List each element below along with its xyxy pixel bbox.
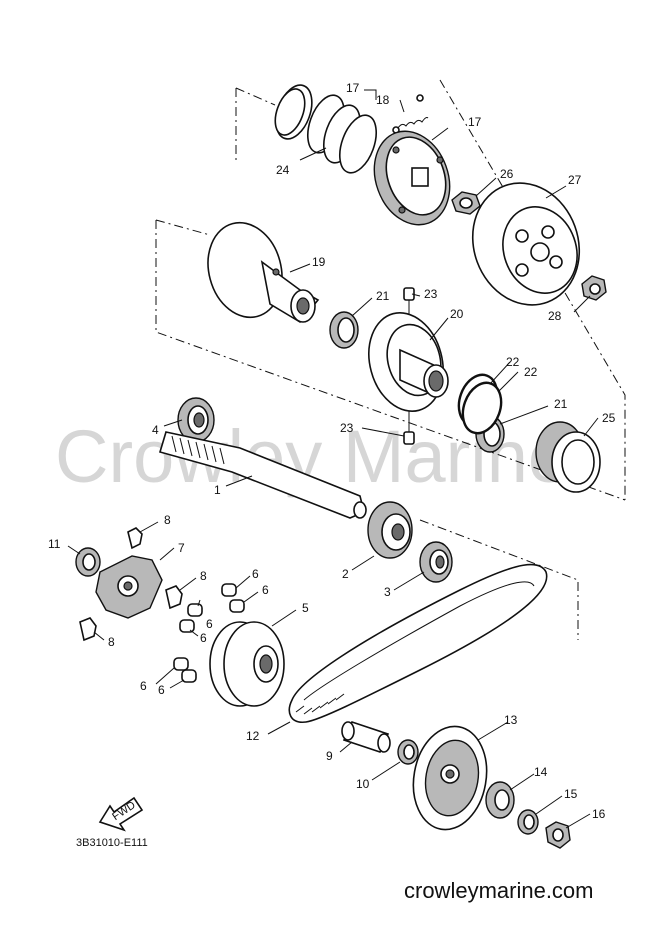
label-21a: 21: [376, 289, 390, 303]
clutch-assembly-outline: [235, 79, 626, 500]
part-26-nut[interactable]: [451, 191, 481, 215]
label-18: 18: [376, 93, 390, 107]
label-3: 3: [384, 585, 391, 599]
part-9-collar[interactable]: [341, 721, 391, 753]
label-26: 26: [500, 167, 514, 181]
part-28-nut[interactable]: [581, 275, 607, 301]
label-27: 27: [568, 173, 582, 187]
label-7: 7: [178, 541, 185, 555]
label-23a: 23: [424, 287, 438, 301]
label-13: 13: [504, 713, 518, 727]
leader-lines: [67, 89, 599, 829]
site-url: crowleymarine.com: [404, 878, 594, 903]
part-16-nut[interactable]: [545, 821, 571, 849]
part-8-slider-c[interactable]: [79, 617, 97, 642]
part-14-one-way-clutch[interactable]: [485, 781, 515, 819]
label-8b: 8: [200, 569, 207, 583]
label-5: 5: [302, 601, 309, 615]
part-17-clutch-carrier[interactable]: [362, 121, 462, 236]
part-4-bearing[interactable]: [177, 397, 215, 443]
part-23-guide-pin-lower[interactable]: [403, 431, 415, 445]
part-20-sliding-sheave[interactable]: [358, 304, 453, 419]
label-25: 25: [602, 411, 616, 425]
label-6e: 6: [140, 679, 147, 693]
label-10: 10: [356, 777, 370, 791]
label-9: 9: [326, 749, 333, 763]
part-7-cam[interactable]: [95, 555, 163, 619]
label-8a: 8: [164, 513, 171, 527]
label-6f: 6: [158, 683, 165, 697]
label-19: 19: [312, 255, 326, 269]
part-24-clutch-spring[interactable]: [269, 80, 383, 177]
label-17a: 17: [346, 81, 360, 95]
label-6a: 6: [252, 567, 259, 581]
part-3-bearing[interactable]: [419, 541, 453, 583]
part-21-oil-seal-upper[interactable]: [329, 311, 359, 349]
part-25-collar[interactable]: [535, 421, 601, 493]
part-15-washer[interactable]: [517, 809, 539, 835]
label-15: 15: [564, 787, 578, 801]
part-5-primary-sliding-sheave[interactable]: [209, 621, 285, 707]
label-22a: 22: [506, 355, 520, 369]
part-10-washer[interactable]: [397, 739, 419, 765]
label-1: 1: [214, 483, 221, 497]
part-8-slider-a[interactable]: [127, 527, 143, 550]
label-22b: 22: [524, 365, 538, 379]
label-14: 14: [534, 765, 548, 779]
label-6d: 6: [200, 631, 207, 645]
part-13-primary-fixed-sheave[interactable]: [406, 721, 495, 836]
label-20: 20: [450, 307, 464, 321]
label-21b: 21: [554, 397, 568, 411]
label-12: 12: [246, 729, 260, 743]
belt-leader-outline: [419, 519, 579, 640]
part-1-primary-shaft[interactable]: [158, 431, 367, 519]
part-18-spring[interactable]: [392, 94, 429, 134]
label-28: 28: [548, 309, 562, 323]
label-11: 11: [48, 537, 61, 551]
label-6b: 6: [262, 583, 269, 597]
part-12-v-belt[interactable]: [288, 563, 548, 723]
part-number-labels: 17 18 17 24 26 27 19 21 23 20 28 22 22 2…: [48, 81, 616, 821]
label-24: 24: [276, 163, 290, 177]
part-8-slider-b[interactable]: [165, 585, 183, 610]
part-6-weight-rollers[interactable]: [173, 583, 245, 683]
secondary-sheave-outline: [155, 219, 626, 501]
label-16: 16: [592, 807, 606, 821]
label-6c: 6: [206, 617, 213, 631]
label-8c: 8: [108, 635, 115, 649]
label-23b: 23: [340, 421, 354, 435]
label-4: 4: [152, 423, 159, 437]
fwd-arrow-icon: FWD: [98, 796, 144, 832]
part-2-bearing[interactable]: [367, 501, 413, 559]
part-27-clutch-housing[interactable]: [456, 168, 596, 320]
part-11-washer[interactable]: [75, 547, 101, 577]
diagram-code: 3B31010-E111: [76, 837, 148, 849]
part-19-secondary-fixed-sheave[interactable]: [198, 214, 320, 325]
label-2: 2: [342, 567, 349, 581]
label-17b: 17: [468, 115, 482, 129]
